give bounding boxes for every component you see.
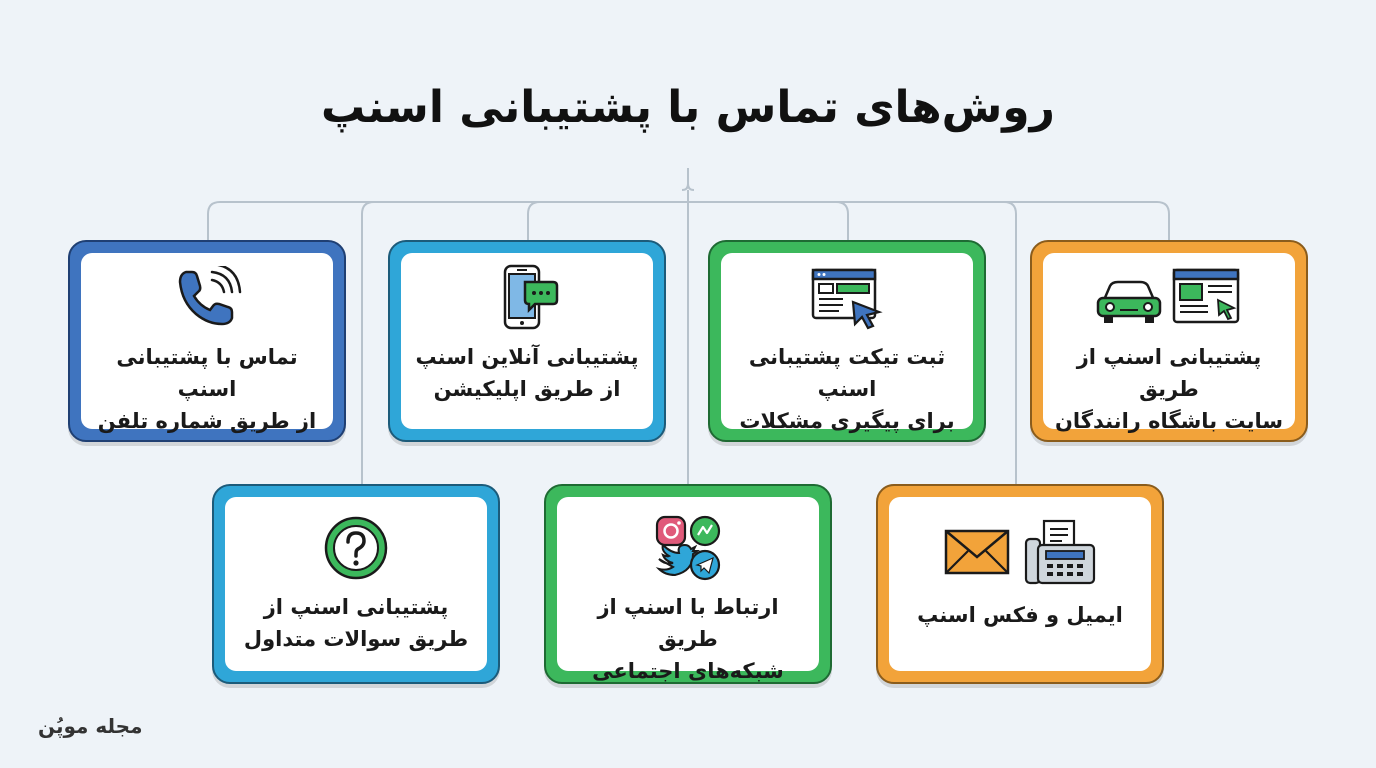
question-icon (324, 516, 388, 580)
card-social-support: ارتباط با اسنپ از طریق شبکه‌های اجتماعی (544, 484, 832, 684)
card-label: ثبت تیکت پشتیبانی اسنپ برای پیگیری مشکلا… (739, 345, 955, 433)
card-label: ارتباط با اسنپ از طریق شبکه‌های اجتماعی (592, 595, 784, 683)
instagram-icon (655, 515, 687, 547)
card-driver-club-support: پشتیبانی اسنپ از طریق سایت باشگاه رانندگ… (1030, 240, 1308, 442)
card-faq-support: پشتیبانی اسنپ از طریق سوالات متداول (212, 484, 500, 684)
fax-icon (1024, 519, 1096, 585)
telegram-icon (689, 549, 721, 581)
card-email-fax: ایمیل و فکس اسنپ (876, 484, 1164, 684)
brand-logo: مجله موپُن (38, 714, 143, 738)
card-ticket-support: ثبت تیکت پشتیبانی اسنپ برای پیگیری مشکلا… (708, 240, 986, 442)
card-label: پشتیبانی اسنپ از طریق سایت باشگاه رانندگ… (1054, 345, 1284, 433)
phone-icon (178, 266, 242, 326)
card-label: پشتیبانی اسنپ از طریق سوالات متداول (243, 595, 469, 651)
card-app-support: پشتیبانی آنلاین اسنپ از طریق اپلیکیشن (388, 240, 666, 442)
envelope-icon (944, 529, 1010, 575)
mobile-chat-icon (503, 264, 559, 330)
card-phone-support: تماس با پشتیبانی اسنپ از طریق شماره تلفن (68, 240, 346, 442)
car-icon (1096, 280, 1162, 323)
car-website-icon (1096, 268, 1240, 324)
social-media-icon (655, 515, 721, 581)
page-title: روش‌های تماس با پشتیبانی اسنپ (321, 82, 1055, 133)
email-fax-icon (944, 519, 1096, 585)
card-label: تماس با پشتیبانی اسنپ از طریق شماره تلفن (97, 345, 317, 433)
twitter-icon (655, 543, 700, 577)
website-icon (1172, 268, 1240, 324)
web-ticket-icon (811, 268, 883, 330)
card-label: پشتیبانی آنلاین اسنپ از طریق اپلیکیشن (415, 345, 639, 401)
card-label: ایمیل و فکس اسنپ (917, 603, 1123, 627)
whatsapp-icon (689, 515, 721, 547)
